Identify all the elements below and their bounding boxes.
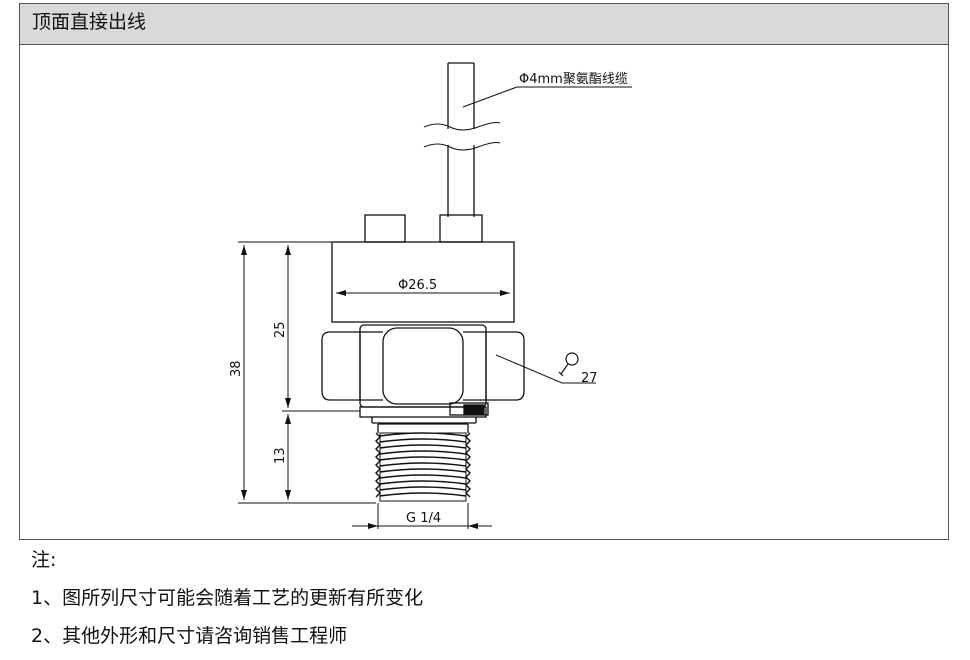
notes: 注: 1、图所列尺寸可能会随着工艺的更新有所变化 2、其他外形和尺寸请咨询销售工…	[31, 546, 423, 660]
seal-ring	[449, 402, 489, 416]
seal-ring-fill	[463, 404, 485, 415]
cable	[423, 62, 501, 217]
diameter-label: Φ26.5	[398, 278, 437, 293]
wrench-icon	[558, 352, 579, 377]
thread-label: G 1/4	[406, 511, 441, 526]
wrench-size-label: 27	[581, 371, 598, 386]
panel-title: 顶面直接出线	[20, 4, 948, 45]
top-stub-left	[364, 214, 406, 243]
notes-heading: 注:	[31, 549, 57, 571]
note-item: 1、图所列尺寸可能会随着工艺的更新有所变化	[31, 587, 424, 609]
housing	[331, 241, 515, 323]
vertical-dimensions	[238, 241, 376, 504]
thread	[375, 423, 471, 502]
dim-total-label: 38	[229, 360, 244, 377]
dim-upper-label: 25	[273, 321, 288, 338]
base-ring	[359, 406, 487, 418]
thread-dimension	[352, 503, 492, 529]
dimension-drawing: Φ4mm聚氨酯线缆 Φ26.5 27 38 25 13 G 1/4	[229, 62, 632, 529]
cable-label: Φ4mm聚氨酯线缆	[519, 71, 628, 87]
drawing-panel: 顶面直接出线	[19, 3, 949, 540]
dim-lower-label: 13	[273, 447, 288, 464]
top-stub-right	[439, 214, 483, 243]
note-item: 2、其他外形和尺寸请咨询销售工程师	[31, 625, 348, 647]
hex-nut	[321, 324, 525, 408]
